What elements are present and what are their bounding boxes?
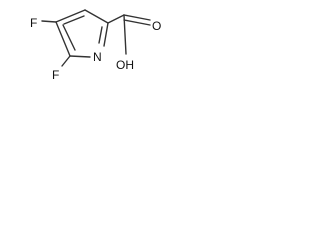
bond-c2-c3 — [55, 21, 71, 57]
carbonyl-oxygen-atom: O — [152, 19, 161, 33]
bond-c-o-double-b — [123, 19, 151, 26]
nitrogen-atom: N — [93, 50, 102, 64]
hydroxyl-group: OH — [116, 58, 134, 72]
bond-c-o-double-a — [123, 14, 151, 21]
bond-c6-cooh — [107, 14, 125, 24]
bond-n1-c2 — [69, 55, 91, 58]
bond-c2-f — [61, 55, 71, 67]
bond-c-oh — [123, 14, 127, 55]
bond-c3-f — [41, 20, 57, 23]
bond-c4-c5-inner — [63, 15, 85, 25]
bond-c6-n1 — [103, 22, 109, 47]
bond-c6-n1-inner — [98, 26, 103, 44]
bond-c2-c3-inner — [62, 24, 76, 51]
fluorine-atom-top: F — [30, 16, 37, 30]
bond-c5-c6 — [84, 9, 109, 24]
bond-c4-c5 — [55, 9, 86, 23]
fluorine-atom-bottom: F — [52, 68, 59, 82]
chemical-structure: F F N OH O — [30, 9, 161, 82]
